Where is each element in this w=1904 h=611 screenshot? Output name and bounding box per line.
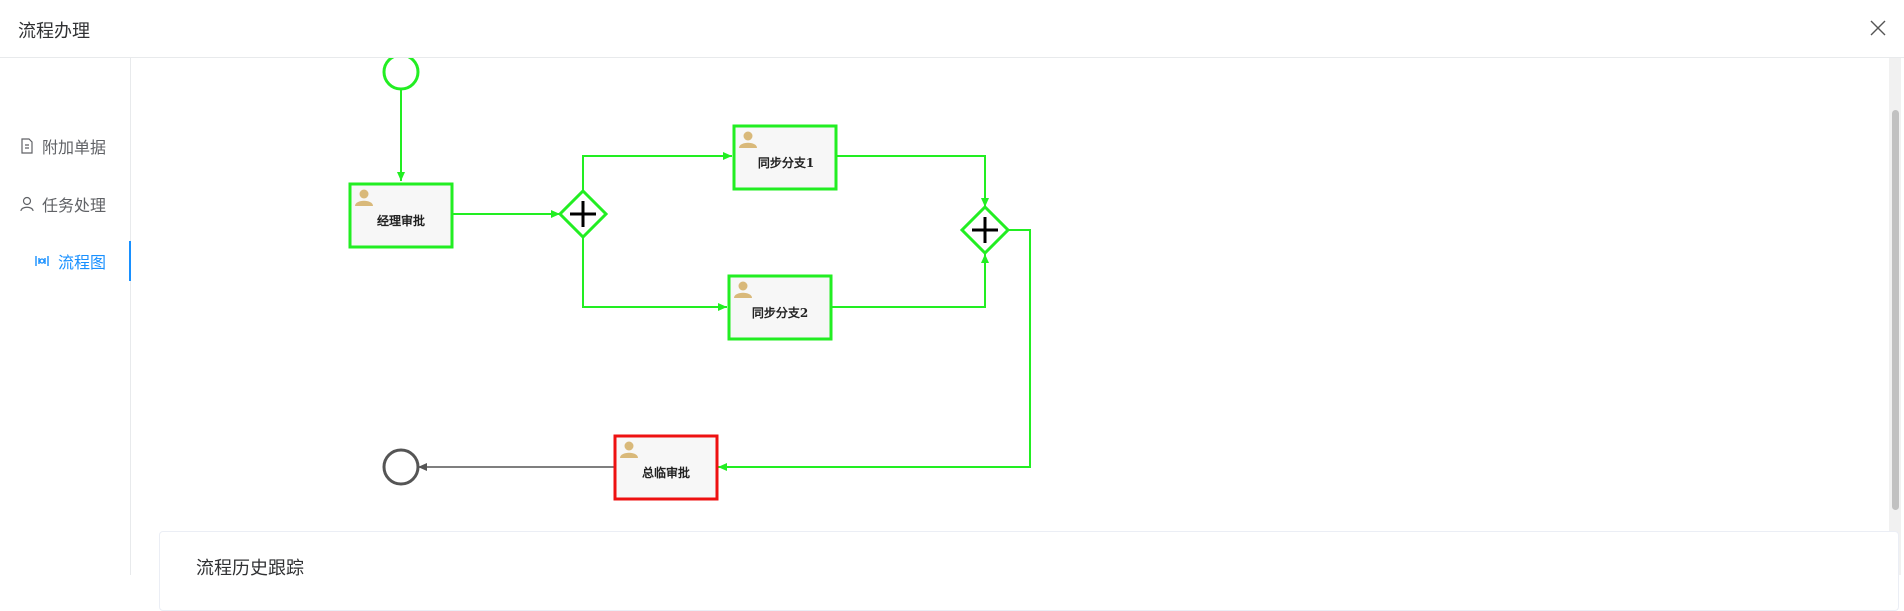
history-title: 流程历史跟踪: [196, 558, 304, 579]
flow-icon: [35, 256, 49, 266]
history-card: 流程历史跟踪: [159, 531, 1899, 611]
task-sync-branch-2[interactable]: 同步分支2: [727, 274, 833, 341]
parallel-join-gateway: [959, 204, 1011, 256]
close-icon[interactable]: [1866, 16, 1890, 40]
parallel-split-gateway: [557, 188, 609, 240]
flow-branch1-join: [836, 155, 989, 207]
sidebar-item-attachments[interactable]: 附加单据: [0, 126, 131, 166]
task-sync-branch-1[interactable]: 同步分支1: [732, 124, 838, 191]
dialog-title: 流程办理: [18, 21, 90, 42]
scrollbar-thumb[interactable]: [1892, 110, 1899, 510]
svg-text:经理审批: 经理审批: [377, 213, 425, 228]
end-event: [382, 448, 420, 486]
user-icon: [20, 196, 34, 212]
start-event: [382, 58, 420, 91]
task-manager-approval[interactable]: 经理审批: [348, 182, 454, 249]
sidebar-item-task[interactable]: 任务处理: [0, 184, 131, 224]
flow-join-gm: [718, 229, 1031, 471]
process-diagram: 经理审批 同步分支1 同步分支2 总临审批: [348, 58, 1031, 501]
dialog-header: 流程办理: [0, 0, 1904, 58]
sidebar: 附加单据 任务处理 流程图: [0, 58, 131, 575]
flow-branch2-join: [831, 254, 989, 308]
sidebar-item-label: 附加单据: [42, 138, 107, 157]
flow-split-branch2: [582, 237, 727, 311]
svg-text:同步分支2: 同步分支2: [752, 305, 808, 320]
svg-text:同步分支1: 同步分支1: [758, 155, 814, 170]
sidebar-item-label: 任务处理: [42, 196, 107, 215]
task-gm-approval[interactable]: 总临审批: [613, 434, 719, 501]
main-content: 经理审批 同步分支1 同步分支2 总临审批: [131, 58, 1904, 575]
sidebar-item-flowchart[interactable]: 流程图: [0, 241, 131, 281]
document-icon: [21, 138, 33, 154]
svg-text:总临审批: 总临审批: [642, 465, 690, 480]
flow-split-branch1: [582, 152, 732, 191]
sidebar-item-label: 流程图: [58, 253, 107, 272]
